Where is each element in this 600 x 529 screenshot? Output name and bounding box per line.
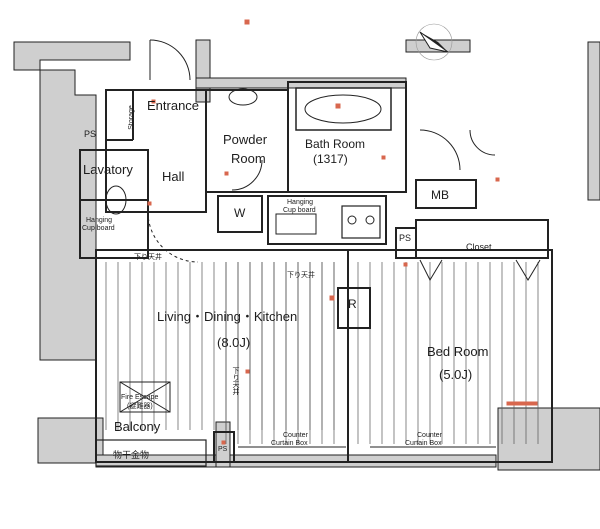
electrical-markers — [147, 19, 538, 445]
powder-sink-icon — [228, 88, 258, 106]
drying-hardware-label: 物干金物 — [113, 450, 150, 460]
curtain-box-1-label-1: Counter — [283, 432, 308, 439]
hanging-cupboard-left-2: Cup board — [82, 225, 115, 232]
r-label: R — [348, 297, 357, 311]
bath-room-label-2: (1317) — [313, 152, 348, 166]
stove-icon — [347, 215, 357, 225]
stove-icon-2 — [365, 215, 375, 225]
mb-label: MB — [431, 188, 449, 202]
toilet-icon — [105, 185, 127, 215]
floor-hatch — [105, 262, 539, 444]
powder-room-label-2: Room — [231, 151, 266, 166]
fire-escape-label-2: (避難器) — [127, 403, 153, 410]
ldk-size: (8.0J) — [217, 335, 251, 350]
ceiling-note-1: 下り天井 — [134, 254, 162, 261]
balcony-label: Balcony — [114, 419, 161, 434]
kitchen-sink-icon — [275, 213, 317, 235]
ps-bottom-label: PS — [218, 446, 228, 453]
north-arrow-icon — [415, 23, 453, 61]
ceiling-note-3: 下り天井 — [232, 367, 239, 395]
fixtures — [105, 88, 382, 413]
curtain-box-2-label-1: Counter — [417, 432, 442, 439]
lavatory-label: Lavatory — [83, 162, 133, 177]
closet-label: Closet — [466, 242, 492, 252]
door-swings — [147, 39, 541, 282]
hanging-cupboard-kitchen-1: Hanging — [287, 199, 314, 206]
powder-room-label-1: Powder — [223, 132, 268, 147]
bathtub-icon — [304, 94, 382, 124]
w-label: W — [234, 206, 246, 220]
storage-label: Storage — [127, 105, 135, 130]
ldk-title: Living・Dining・Kitchen — [157, 309, 298, 324]
fire-escape-label-1: Fire Escape — [121, 394, 159, 401]
hanging-cupboard-left-1: Hanging — [86, 217, 113, 224]
ceiling-note-2: 下り天井 — [287, 272, 315, 279]
hanging-cupboard-kitchen-2: Cup board — [283, 207, 316, 214]
ps-left-label: PS — [84, 129, 97, 139]
bedroom-size: (5.0J) — [439, 367, 473, 382]
entrance-label: Entrance — [147, 98, 200, 113]
curtain-box-1-label-2: Curtain Box — [271, 440, 308, 447]
hall-label: Hall — [162, 169, 185, 184]
fire-escape-icon — [119, 381, 171, 413]
curtain-box-2-label-2: Curtain Box — [405, 440, 442, 447]
ps-right-label: PS — [399, 233, 412, 243]
bath-room-label-1: Bath Room — [305, 137, 366, 151]
bedroom-title: Bed Room — [427, 344, 489, 359]
